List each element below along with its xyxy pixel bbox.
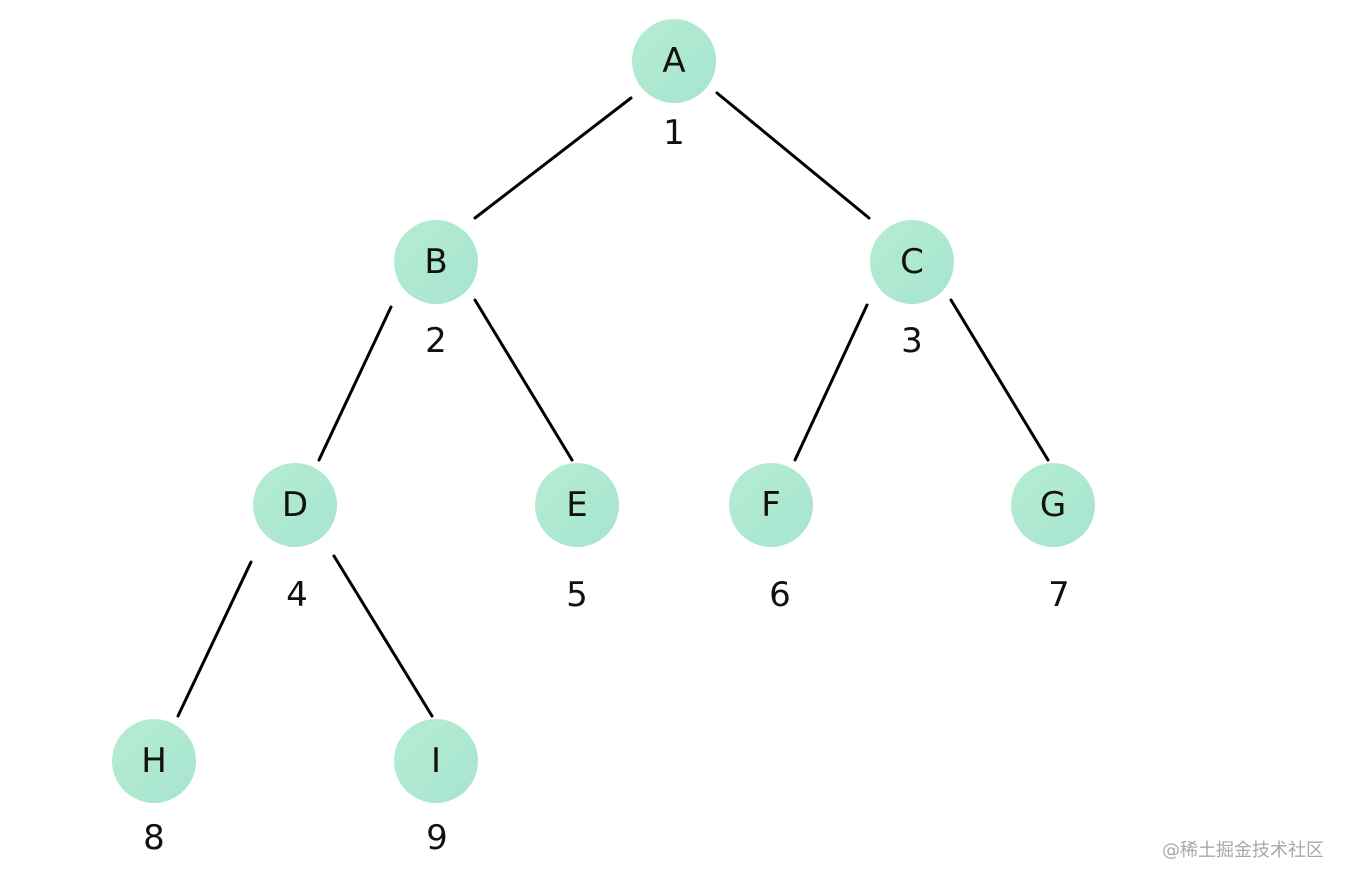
- node-label: G: [1040, 485, 1066, 525]
- tree-node-e: E5: [535, 463, 619, 615]
- node-circle: [112, 719, 196, 803]
- edge-a-b: [473, 96, 633, 220]
- edge-d-h: [176, 560, 253, 718]
- node-index-label: 3: [901, 321, 923, 361]
- node-label: H: [141, 741, 167, 781]
- tree-node-b: B2: [394, 220, 478, 361]
- node-circle: [535, 463, 619, 547]
- edge-c-f: [793, 303, 869, 462]
- node-label: B: [424, 242, 447, 282]
- tree-node-f: F6: [729, 463, 813, 615]
- edges-layer: [176, 91, 1050, 718]
- node-index-label: 8: [143, 818, 165, 858]
- edge-b-d: [317, 305, 393, 462]
- node-index-label: 6: [769, 575, 791, 615]
- node-label: E: [566, 485, 587, 525]
- node-index-label: 9: [426, 818, 448, 858]
- node-index-label: 2: [425, 321, 447, 361]
- watermark: @稀土掘金技术社区: [1162, 840, 1324, 861]
- node-circle: [394, 719, 478, 803]
- node-label: A: [662, 41, 685, 81]
- tree-node-c: C3: [870, 220, 954, 361]
- node-circle: [394, 220, 478, 304]
- node-circle: [729, 463, 813, 547]
- node-label: I: [431, 741, 441, 781]
- node-circle: [632, 19, 716, 103]
- edge-b-e: [473, 298, 574, 462]
- node-circle: [870, 220, 954, 304]
- node-circle: [1011, 463, 1095, 547]
- node-index-label: 1: [663, 113, 685, 153]
- edge-c-g: [949, 298, 1050, 462]
- tree-node-d: D4: [253, 463, 337, 615]
- node-index-label: 5: [566, 575, 588, 615]
- tree-node-i: I9: [394, 719, 478, 858]
- tree-node-g: G7: [1011, 463, 1095, 615]
- edge-d-i: [332, 554, 434, 718]
- node-label: D: [282, 485, 308, 525]
- node-circle: [253, 463, 337, 547]
- tree-node-h: H8: [112, 719, 196, 858]
- node-index-label: 4: [286, 575, 308, 615]
- edge-a-c: [715, 91, 871, 220]
- node-index-label: 7: [1048, 575, 1070, 615]
- node-label: F: [761, 485, 781, 525]
- node-label: C: [900, 242, 924, 282]
- tree-node-a: A1: [632, 19, 716, 153]
